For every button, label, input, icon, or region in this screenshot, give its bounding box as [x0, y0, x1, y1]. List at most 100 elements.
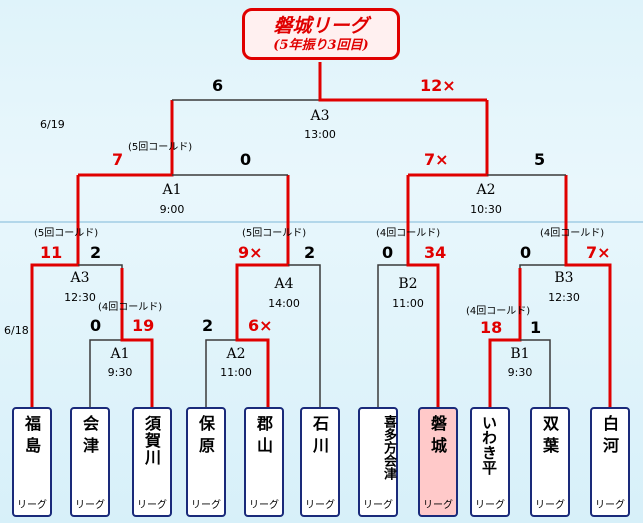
tournament-title-box: 磐城リーグ (5年振り3回目): [242, 8, 400, 60]
b2-first-note: (4回コールド): [376, 228, 441, 239]
team-box: 会津 リーグ: [70, 407, 110, 517]
a1-first-label: A1: [110, 346, 130, 362]
a4-first-time: 14:00: [268, 297, 300, 310]
a4-first-label: A4: [274, 276, 294, 292]
date-day2: 6/19: [40, 118, 65, 131]
b1-first-time: 9:30: [507, 366, 533, 379]
line-a2-winner: [235, 175, 290, 268]
team-name: 喜多方会津: [381, 415, 396, 480]
team-league: リーグ: [191, 500, 221, 511]
a1-second-label: A1: [162, 182, 182, 198]
b3-first-time: 12:30: [548, 291, 580, 304]
team-box: 須賀川 リーグ: [132, 407, 172, 517]
team-box: 郡山 リーグ: [244, 407, 284, 517]
b2-first-left-score: 0: [382, 243, 394, 262]
a3-first-time: 12:30: [64, 291, 96, 304]
b3-first-label: B3: [554, 270, 574, 286]
a1-second-note: (5回コールド): [128, 142, 193, 153]
team-box: 双葉 リーグ: [530, 407, 570, 517]
team-name: 須賀川: [142, 415, 161, 466]
a2-second-label: A2: [476, 182, 496, 198]
b1-first-right-score: 1: [530, 318, 542, 337]
a2-second-left-score: 7×: [424, 150, 449, 169]
a2-first-left-score: 2: [202, 316, 214, 335]
team-name: 郡山: [254, 415, 273, 459]
team-league: リーグ: [363, 500, 393, 511]
tournament-subtitle: (5年振り3回目): [273, 38, 369, 53]
b2-first-label: B2: [398, 276, 418, 292]
line-kitakata: [377, 264, 408, 407]
line-iwakitaira: [488, 268, 522, 407]
team-name: いわき平: [480, 415, 498, 475]
line-iwaki: [406, 175, 440, 407]
line-final-right: [318, 62, 487, 102]
a1-first-right-score: 19: [132, 316, 155, 335]
final-right-score: 12×: [420, 76, 456, 95]
a2-second-right-score: 5: [534, 150, 546, 169]
line-aizu: [89, 339, 122, 407]
a2-first-label: A2: [226, 346, 246, 362]
team-name: 会津: [80, 415, 99, 459]
team-league: リーグ: [595, 500, 625, 511]
team-league: リーグ: [249, 500, 279, 511]
b2-first-time: 11:00: [392, 297, 424, 310]
a1-second-left-score: 7: [112, 150, 124, 169]
a3-first-label: A3: [70, 270, 90, 286]
team-name: 白河: [600, 415, 619, 459]
a2-first-right-score: 6×: [248, 316, 273, 335]
b3-first-right-score: 7×: [586, 243, 611, 262]
a1-first-left-score: 0: [90, 316, 102, 335]
team-league: リーグ: [137, 500, 167, 511]
line-a1-winner: [78, 264, 123, 268]
team-league: リーグ: [75, 500, 105, 511]
a2-second-time: 10:30: [470, 203, 502, 216]
line-koriyama: [235, 268, 270, 407]
a1-first-time: 9:30: [107, 366, 133, 379]
a1-first-note: (4回コールド): [98, 302, 163, 313]
b1-first-label: B1: [510, 346, 530, 362]
team-box: 保原 リーグ: [186, 407, 226, 517]
a1-second-time: 9:00: [159, 203, 185, 216]
b3-first-left-score: 0: [520, 243, 532, 262]
line-fukushima: [30, 175, 80, 407]
team-box: いわき平 リーグ: [470, 407, 510, 517]
b3-first-note: (4回コールド): [540, 228, 605, 239]
team-box: 喜多方会津 リーグ: [358, 407, 398, 517]
a4-first-right-score: 2: [304, 243, 316, 262]
a4-first-left-score: 9×: [238, 243, 263, 262]
team-name: 磐城: [428, 415, 447, 459]
a3-first-right-score: 2: [90, 243, 102, 262]
team-league: リーグ: [305, 500, 335, 511]
line-futaba: [520, 339, 551, 407]
line-sukagawa: [120, 268, 154, 407]
team-box-host: 磐城 リーグ: [418, 407, 458, 517]
team-name: 双葉: [540, 415, 559, 459]
b2-first-right-score: 34: [424, 243, 447, 262]
date-day1: 6/18: [4, 324, 29, 337]
tournament-title: 磐城リーグ: [273, 15, 369, 37]
line-hobara: [205, 339, 237, 407]
final-left-score: 6: [212, 76, 224, 95]
team-league: リーグ: [423, 500, 453, 511]
line-shirakawa: [564, 175, 612, 407]
a3-first-left-score: 11: [40, 243, 63, 262]
team-name: 福島: [22, 415, 41, 459]
team-league: リーグ: [535, 500, 565, 511]
line-b1-winner: [519, 264, 566, 268]
b1-first-left-score: 18: [480, 318, 503, 337]
final-match-time: 13:00: [304, 128, 336, 141]
team-box: 石川 リーグ: [300, 407, 340, 517]
line-ishikawa: [288, 264, 321, 407]
team-league: リーグ: [475, 500, 505, 511]
final-match-label: A3: [310, 108, 330, 124]
team-box: 福島 リーグ: [12, 407, 52, 517]
a2-first-time: 11:00: [220, 366, 252, 379]
a3-first-note: (5回コールド): [34, 228, 99, 239]
a1-second-right-score: 0: [240, 150, 252, 169]
team-box: 白河 リーグ: [590, 407, 630, 517]
team-league: リーグ: [17, 500, 47, 511]
a4-first-note: (5回コールド): [242, 228, 307, 239]
b1-first-note: (4回コールド): [466, 306, 531, 317]
